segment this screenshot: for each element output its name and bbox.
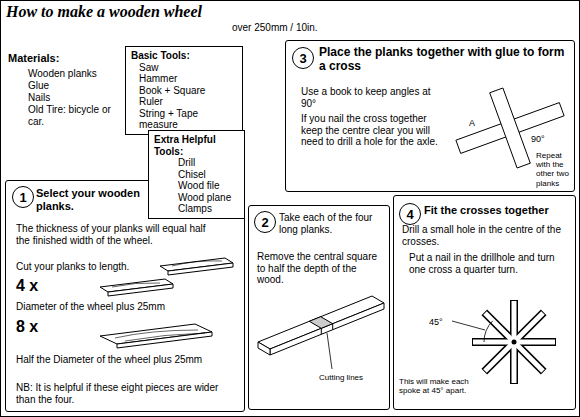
step-text: 8 x bbox=[16, 318, 38, 336]
wood-grain bbox=[115, 330, 205, 341]
nail bbox=[512, 340, 517, 345]
step-panel: 4 Fit the crosses togetherDrill a small h… bbox=[393, 195, 576, 410]
tool-list-box: Extra Helpful Tools:DrillChiselWood file… bbox=[148, 130, 245, 219]
step-text: 90° bbox=[531, 134, 545, 144]
step-text: Repeat with the other two planks bbox=[536, 151, 574, 188]
step-number: 1 bbox=[12, 186, 34, 208]
step-heading: Select your wooden planks. bbox=[36, 187, 148, 212]
step-text: Cut your planks to length. bbox=[16, 261, 129, 273]
step-panel: 3 Place the planks together with glue to … bbox=[285, 40, 575, 192]
step-text: Drill a small hole in the centre of the … bbox=[402, 224, 570, 247]
step-heading: Place the planks together with glue to f… bbox=[319, 46, 569, 74]
spoke-face bbox=[473, 340, 555, 345]
spoke-face bbox=[485, 313, 543, 371]
tool-item: Saw bbox=[131, 62, 237, 74]
material-item: Wooden planks bbox=[28, 68, 97, 80]
step-text: Cutting lines bbox=[319, 373, 363, 382]
angle-arc bbox=[484, 321, 493, 342]
material-item: Glue bbox=[28, 80, 49, 92]
step-number: 4 bbox=[399, 203, 421, 225]
spoke-face bbox=[485, 313, 543, 371]
plank bbox=[490, 88, 531, 168]
box-heading: Basic Tools: bbox=[131, 50, 237, 62]
step-number-text: 2 bbox=[261, 216, 268, 229]
step-text: Use a book to keep angles at 90° bbox=[301, 86, 446, 109]
plank-top bbox=[258, 296, 384, 349]
section-heading: Materials: bbox=[8, 52, 59, 65]
wood-grain bbox=[112, 283, 160, 287]
material-item: Nails bbox=[28, 92, 50, 104]
step-text: The thickness of your planks will equal … bbox=[16, 223, 221, 246]
tool-item: Book + Square bbox=[131, 85, 237, 97]
spoke-face bbox=[512, 301, 517, 383]
leader-line bbox=[327, 333, 332, 369]
notched-plank bbox=[258, 296, 384, 369]
step-panel: 2 Take each of the four long planks. Remov… bbox=[248, 205, 390, 410]
step-number: 3 bbox=[292, 47, 314, 69]
step-heading: Fit the crosses together bbox=[424, 204, 574, 217]
step-text: Remove the central square to half the de… bbox=[257, 251, 385, 286]
plank-end bbox=[258, 342, 270, 355]
subtitle: over 250mm / 10in. bbox=[232, 22, 318, 34]
step-text: Diameter of the wheel plus 25mm bbox=[16, 301, 165, 313]
tool-item: Drill bbox=[154, 157, 239, 169]
wood-grain bbox=[172, 261, 222, 266]
material-item: Old Tire: bicycle or car. bbox=[28, 104, 120, 127]
step-text: Half the Diameter of the wheel plus 25mm bbox=[16, 354, 244, 366]
page-title: How to make a wooden wheel bbox=[6, 3, 202, 21]
tool-item: Ruler bbox=[131, 96, 237, 108]
step-number: 2 bbox=[254, 211, 276, 233]
box-heading: Extra Helpful Tools: bbox=[154, 134, 239, 157]
tool-item: Wood file bbox=[154, 180, 239, 192]
plank-side bbox=[270, 303, 384, 355]
step-text: 4 x bbox=[16, 277, 38, 295]
cutting-line bbox=[321, 328, 322, 334]
tool-item: Clamps bbox=[154, 203, 239, 215]
wheel-spokes bbox=[452, 300, 556, 384]
step-text: If you nail the cross together keep the … bbox=[301, 113, 451, 148]
step-text: This will make each spoke at 45° apart. bbox=[399, 377, 469, 395]
tool-item: Wood plane bbox=[154, 192, 239, 204]
step-text: A bbox=[469, 118, 475, 128]
step-text: 45° bbox=[429, 317, 443, 327]
step-text: Put a nail in the drillhole and turn one… bbox=[409, 252, 569, 275]
step-number-text: 4 bbox=[406, 208, 413, 221]
step-number-text: 1 bbox=[19, 191, 26, 204]
tool-item: String + Tape measure bbox=[131, 108, 237, 131]
leader-line bbox=[452, 321, 485, 330]
tool-item: Hammer bbox=[131, 73, 237, 85]
step-number-text: 3 bbox=[299, 52, 306, 65]
cutting-line bbox=[332, 324, 333, 330]
step-text: NB: It is helpful if these eight pieces … bbox=[16, 382, 238, 405]
step-heading: Take each of the four long planks. bbox=[279, 212, 387, 235]
tool-list-box: Basic Tools:SawHammerBook + SquareRulerS… bbox=[125, 46, 243, 135]
tool-item: Chisel bbox=[154, 169, 239, 181]
central-square bbox=[309, 317, 332, 329]
